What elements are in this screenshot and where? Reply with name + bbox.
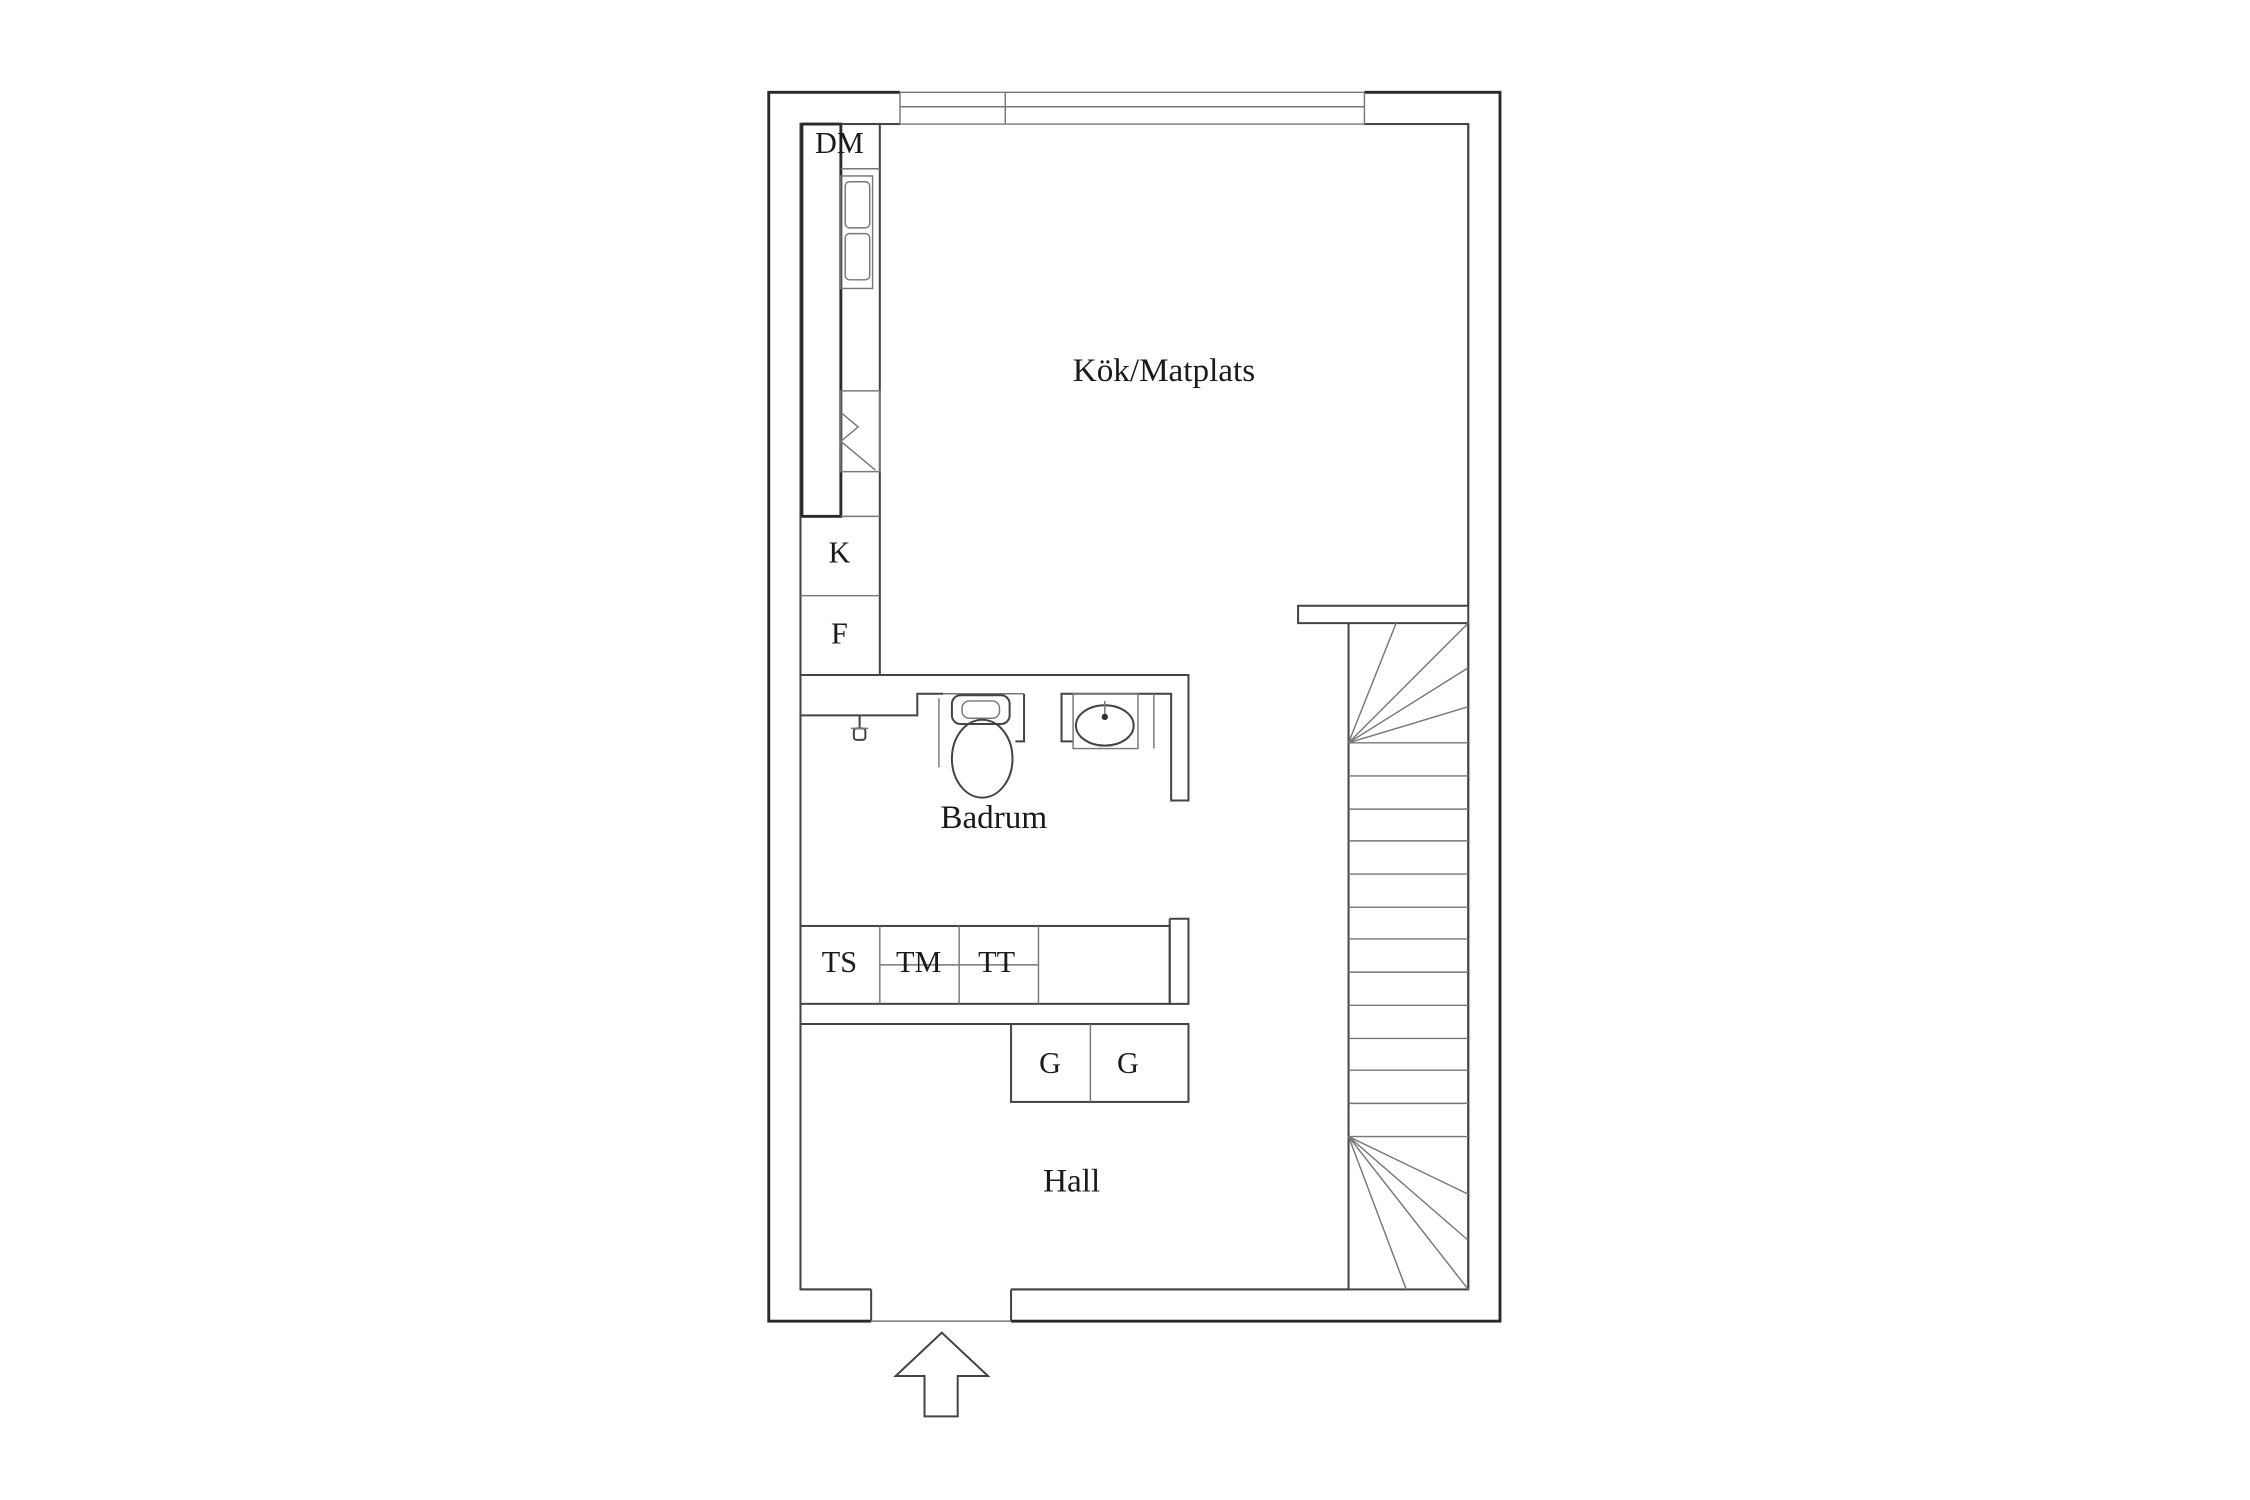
room-label-hall: Hall <box>1043 1162 1100 1199</box>
laundry-units <box>799 917 1190 1005</box>
room-label-kitchen: Kök/Matplats <box>1073 352 1255 389</box>
label-freezer: F <box>831 616 848 650</box>
stove-icon <box>839 390 881 473</box>
entrance-door <box>800 1283 1349 1325</box>
toilet-icon <box>950 694 1014 799</box>
bathroom-walls <box>799 673 1190 924</box>
entrance-arrow-icon <box>893 1331 991 1418</box>
label-washing-machine: TM <box>896 945 941 979</box>
kitchen-sink-icon <box>840 175 874 290</box>
label-wardrobe-1: G <box>1039 1046 1061 1080</box>
staircase-icon <box>1347 622 1470 1290</box>
room-label-bathroom: Badrum <box>940 799 1047 836</box>
kitchen-landing-wall <box>1297 124 1470 625</box>
fridge-freezer-units <box>799 516 880 677</box>
label-dishwasher: DM <box>815 126 864 160</box>
label-dryer-cabinet: TS <box>822 945 857 979</box>
label-fridge: K <box>828 536 850 570</box>
shower-icon <box>850 715 869 741</box>
label-tumble-dryer: TT <box>978 945 1015 979</box>
sink-icon <box>1072 693 1155 750</box>
hall-walls <box>799 1023 1190 1290</box>
window-top <box>899 89 1366 127</box>
label-wardrobe-2: G <box>1117 1046 1139 1080</box>
